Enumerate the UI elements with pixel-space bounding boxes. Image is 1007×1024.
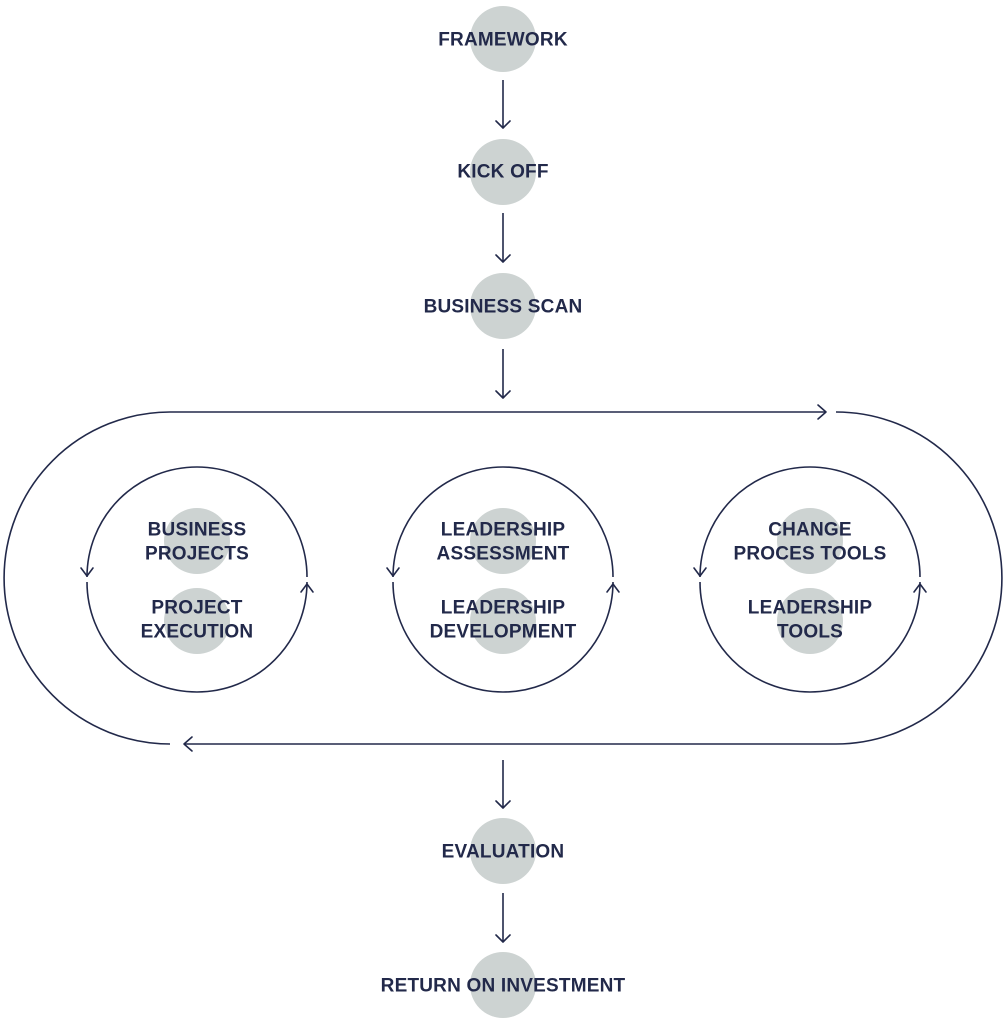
step-business-scan-dot <box>470 273 536 339</box>
cycle-business: BUSINESS PROJECTS PROJECT EXECUTION <box>80 466 314 693</box>
arrow-kickoff-to-scan <box>495 213 511 263</box>
cycle-bottom-label-line2: DEVELOPMENT <box>430 622 577 643</box>
cycle-bottom-label-line1: PROJECT <box>151 598 242 619</box>
cycle-dot-top <box>164 508 230 574</box>
step-business-scan: BUSINESS SCAN <box>424 273 583 339</box>
arrow-left-icon <box>183 736 193 752</box>
arrow-down-icon <box>386 567 400 577</box>
cycle-arc-top <box>392 466 614 578</box>
arrow-framework-to-kickoff <box>495 80 511 129</box>
step-business-scan-label: BUSINESS SCAN <box>424 297 583 318</box>
arrow-down-icon <box>80 567 94 577</box>
step-framework: FRAMEWORK <box>438 6 568 72</box>
arrow-up-icon <box>913 583 927 593</box>
step-kickoff: KICK OFF <box>457 139 548 205</box>
step-evaluation-dot <box>470 818 536 884</box>
arrow-down-icon <box>495 934 511 943</box>
arrow-down-icon <box>495 390 511 399</box>
arrow-down-icon <box>495 254 511 263</box>
arrow-down-icon <box>495 800 511 809</box>
step-roi: RETURN ON INVESTMENT <box>381 952 626 1018</box>
arrow-evaluation-to-roi <box>495 893 511 943</box>
outer-loop <box>3 404 1003 752</box>
cycle-dot-bottom <box>470 588 536 654</box>
step-evaluation: EVALUATION <box>442 818 565 884</box>
cycle-bottom-label-line2: TOOLS <box>777 622 843 643</box>
cycle-top-label-line1: CHANGE <box>768 520 852 541</box>
arrow-loop-to-evaluation <box>495 760 511 809</box>
cycle-dot-top <box>470 508 536 574</box>
cycle-bottom-label-line1: LEADERSHIP <box>441 598 566 619</box>
step-framework-label: FRAMEWORK <box>438 30 568 51</box>
cycle-arc-bottom <box>699 581 921 693</box>
cycle-dot-bottom <box>164 588 230 654</box>
arrow-down-icon <box>693 567 707 577</box>
outer-loop-left <box>3 411 171 745</box>
cycle-top-label-line1: BUSINESS <box>148 520 247 541</box>
arrow-right-icon <box>817 404 827 420</box>
arrow-up-icon <box>606 583 620 593</box>
cycle-arc-top <box>86 466 308 578</box>
step-roi-label: RETURN ON INVESTMENT <box>381 976 626 997</box>
cycle-top-label-line1: LEADERSHIP <box>441 520 566 541</box>
cycle-dot-bottom <box>777 588 843 654</box>
step-roi-dot <box>470 952 536 1018</box>
arrow-down-icon <box>495 120 511 129</box>
cycle-arc-bottom <box>86 581 308 693</box>
cycle-change: CHANGE PROCES TOOLS LEADERSHIP TOOLS <box>693 466 927 693</box>
outer-loop-right <box>184 411 1003 745</box>
cycle-bottom-label-line1: LEADERSHIP <box>748 598 873 619</box>
cycle-dot-top <box>777 508 843 574</box>
cycle-leadership: LEADERSHIP ASSESSMENT LEADERSHIP DEVELOP… <box>386 466 620 693</box>
cycle-arc-bottom <box>392 581 614 693</box>
step-evaluation-label: EVALUATION <box>442 842 565 863</box>
cycle-arc-top <box>699 466 921 578</box>
cycle-top-label-line2: ASSESSMENT <box>437 544 570 565</box>
cycle-top-label-line2: PROJECTS <box>145 544 249 565</box>
step-kickoff-dot <box>470 139 536 205</box>
step-kickoff-label: KICK OFF <box>457 162 548 183</box>
arrow-scan-to-loop <box>495 349 511 399</box>
step-framework-dot <box>470 6 536 72</box>
cycle-top-label-line2: PROCES TOOLS <box>733 544 886 565</box>
cycle-bottom-label-line2: EXECUTION <box>141 622 254 643</box>
arrow-up-icon <box>300 583 314 593</box>
